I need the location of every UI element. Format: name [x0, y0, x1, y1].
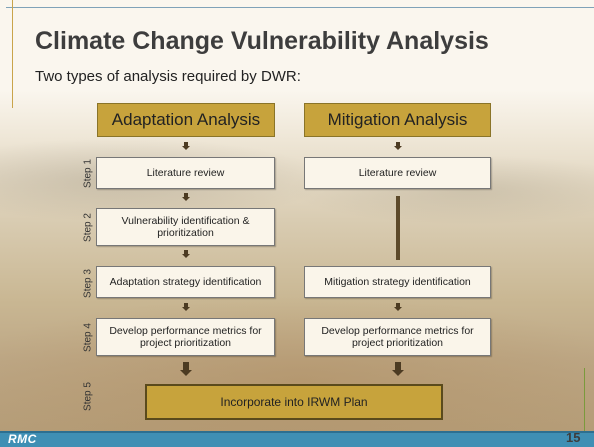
adaptation-step-1-box: Literature review — [96, 157, 275, 189]
step-label-5: Step 5 — [82, 382, 94, 411]
mitigation-connector-bar — [396, 196, 400, 260]
right-divider — [584, 368, 585, 432]
mitigation-step-3-box: Mitigation strategy identification — [304, 266, 491, 298]
top-divider — [6, 7, 594, 8]
footer-bar — [0, 431, 594, 447]
step-label-2: Step 2 — [82, 213, 94, 242]
adaptation-step-4-box: Develop performance metrics for project … — [96, 318, 275, 356]
footer-accent — [0, 431, 594, 433]
rmc-logo: RMC — [8, 432, 37, 446]
adaptation-step-2-box: Vulnerability identification & prioritiz… — [96, 208, 275, 246]
mitigation-step-1-box: Literature review — [304, 157, 491, 189]
step-label-4: Step 4 — [82, 323, 94, 352]
left-divider — [12, 0, 13, 108]
slide-title: Climate Change Vulnerability Analysis — [35, 27, 489, 55]
mitigation-step-4-box: Develop performance metrics for project … — [304, 318, 491, 356]
step-label-3: Step 3 — [82, 269, 94, 298]
adaptation-step-3-box: Adaptation strategy identification — [96, 266, 275, 298]
incorporate-irwm-plan-box: Incorporate into IRWM Plan — [145, 384, 443, 420]
slide-subtitle: Two types of analysis required by DWR: — [35, 68, 301, 85]
adaptation-analysis-header: Adaptation Analysis — [97, 103, 275, 137]
mitigation-analysis-header: Mitigation Analysis — [304, 103, 491, 137]
step-label-1: Step 1 — [82, 159, 94, 188]
page-number: 15 — [566, 430, 581, 445]
